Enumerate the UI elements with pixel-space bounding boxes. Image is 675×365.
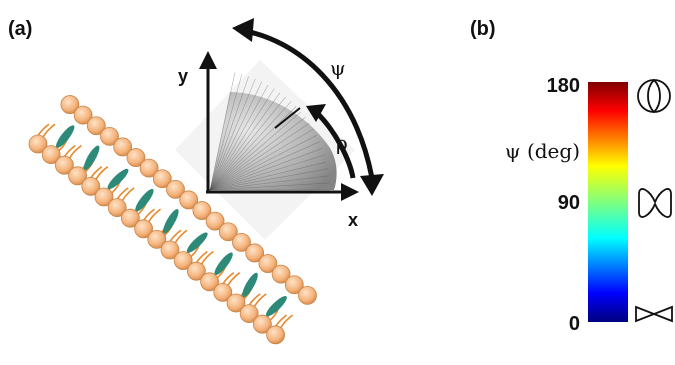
lipid-head-upper	[232, 232, 251, 252]
panel-a-label: (a)	[8, 18, 32, 40]
rho-arc	[314, 110, 356, 179]
lipid-head-upper	[179, 190, 199, 210]
cone-ray	[209, 78, 256, 191]
rho-arrowhead	[306, 104, 326, 122]
cone-ray	[209, 92, 281, 191]
cone-ray	[209, 161, 327, 191]
psi-symbol: ψ	[330, 56, 346, 80]
lipid-head-upper	[245, 243, 265, 263]
colorbar-axis-label: ψ (deg)	[505, 139, 580, 163]
cone-shape	[210, 92, 337, 190]
lipid-head-upper	[139, 158, 159, 178]
lipid-head-upper	[271, 264, 291, 284]
lipid-head-lower	[107, 198, 127, 218]
lipid-head-upper	[298, 285, 317, 305]
cone-texture	[209, 72, 330, 191]
cone-ray	[209, 117, 306, 191]
probe-molecule	[56, 125, 75, 148]
y-axis-label: y	[178, 66, 188, 86]
lipid-head-upper	[192, 201, 212, 220]
rho-symbol: ρ	[336, 131, 348, 155]
cone-ray	[209, 106, 297, 191]
lipid-head-upper	[60, 95, 80, 114]
probe-molecule	[107, 168, 129, 190]
probe-molecule	[135, 188, 154, 212]
lipid-head-lower	[120, 208, 140, 228]
cone-ray	[209, 128, 314, 191]
probe-molecule	[265, 296, 287, 317]
lipid-head-upper	[258, 254, 278, 273]
lipid-bilayer	[28, 95, 317, 345]
probe-molecule	[214, 252, 233, 276]
lipid-head-lower	[226, 293, 246, 313]
lipid-head-upper	[284, 275, 304, 295]
cone-ray	[209, 168, 329, 191]
tick-90: 90	[558, 192, 580, 214]
lipid-head-upper	[205, 211, 225, 231]
cone-ray	[209, 182, 330, 191]
colorbar	[588, 82, 628, 322]
probe-pointer	[274, 107, 301, 129]
hourglass-icon	[638, 188, 672, 218]
lipid-head-lower	[94, 187, 114, 207]
cone-ray	[209, 88, 275, 191]
cone-ray	[209, 175, 330, 191]
lipid-head-upper	[100, 126, 119, 146]
probe-molecule	[83, 145, 100, 171]
lipid-head-lower	[239, 304, 259, 324]
cone-ray	[209, 111, 302, 191]
lipid-head-lower	[55, 155, 74, 175]
lipid-head-lower	[41, 145, 61, 165]
tick-180: 180	[547, 75, 580, 97]
lipid-head-upper	[152, 169, 172, 189]
lipid-head-lower	[173, 251, 193, 271]
lipid-head-lower	[147, 229, 167, 249]
lipid-head-lower	[68, 166, 87, 186]
lipid-head-lower	[160, 240, 180, 260]
cone-inset	[209, 72, 337, 191]
cone-ray	[209, 72, 236, 191]
cone-ray	[209, 84, 269, 191]
panel-b-label: (b)	[470, 18, 496, 40]
cone-ray	[209, 135, 317, 191]
cone-ray	[209, 141, 320, 191]
probe-molecule	[242, 272, 258, 298]
lipid-head-lower	[186, 261, 206, 281]
lipid-head-upper	[86, 116, 106, 136]
psi-arrowhead-start	[232, 18, 254, 42]
x-axis-label: x	[348, 210, 358, 230]
psi-arrowhead-end	[360, 174, 384, 196]
lipid-head-lower	[213, 282, 233, 302]
lipid-head-upper	[166, 179, 185, 199]
lipid-head-upper	[113, 137, 133, 157]
lipid-head-upper	[126, 148, 146, 167]
bowtie-icon	[635, 305, 673, 323]
tick-0: 0	[569, 313, 580, 335]
lipid-head-lower	[134, 219, 154, 239]
cone-ray	[209, 154, 325, 191]
probe-molecule	[162, 209, 179, 234]
lipid-head-lower	[28, 134, 48, 154]
cone-ray	[209, 96, 286, 191]
cone-ray	[209, 122, 310, 191]
lipid-head-lower	[81, 176, 101, 196]
cone-ray	[209, 74, 243, 191]
probe-molecule	[186, 232, 208, 253]
cone-ray	[209, 76, 249, 191]
cone-ray	[209, 101, 292, 191]
cone-ray	[209, 148, 323, 191]
psi-arc	[239, 27, 375, 179]
lipid-head-lower	[200, 272, 220, 292]
lipid-head-upper	[73, 105, 93, 125]
lipid-head-upper	[218, 222, 238, 242]
circle-split-icon	[637, 78, 671, 114]
lipid-head-lower	[252, 314, 272, 334]
cone-ray	[209, 81, 263, 191]
lipid-head-lower	[266, 325, 286, 345]
